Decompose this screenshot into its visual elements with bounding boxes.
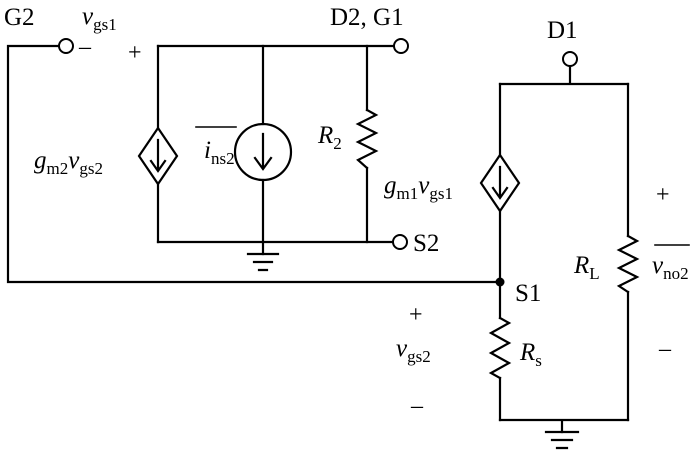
label-s1: S1 [515, 280, 541, 307]
wire-g2-to-s1 [6, 44, 505, 284]
dep-source-gm2 [137, 126, 179, 186]
label-vgs1: vgs1 [82, 3, 117, 34]
wire-bottom-rail [498, 418, 630, 434]
sign-vno2-minus: – [658, 336, 672, 362]
ground-symbol-bottom [544, 430, 580, 450]
resistor-rl [616, 234, 640, 294]
terminal-d1 [562, 51, 578, 67]
sign-vno2-plus: + [656, 182, 670, 208]
sign-vgs1-minus: – [78, 34, 92, 60]
dep-source-gm1 [479, 153, 521, 213]
noise-current-source [233, 122, 293, 182]
sign-vgs2-plus: + [409, 302, 423, 328]
label-r2: R2 [317, 122, 342, 153]
sign-vgs2-minus: – [410, 393, 424, 419]
label-vno2: vno2 [652, 252, 689, 283]
label-d2-g1: D2, G1 [330, 4, 404, 31]
resistor-r2 [355, 108, 379, 170]
wires [6, 44, 630, 434]
ground-symbol-s2 [246, 252, 280, 272]
label-vgs2: vgs2 [396, 335, 431, 366]
label-d1: D1 [547, 17, 578, 44]
label-rl: RL [573, 252, 600, 283]
resistor-rs [488, 316, 512, 380]
sign-vgs1-plus: + [128, 40, 142, 66]
terminal-d2g1 [393, 38, 409, 54]
terminal-g2 [58, 38, 74, 54]
label-rs: Rs [519, 339, 542, 370]
label-ins2: ins2 [204, 137, 235, 168]
label-s2: S2 [413, 230, 439, 257]
wire-d1 [498, 64, 630, 86]
junction-s1 [495, 277, 505, 287]
label-gm1-vgs1: gm1vgs1 [384, 172, 453, 203]
label-g2: G2 [4, 4, 35, 31]
terminal-s2 [392, 234, 408, 250]
label-gm2-vgs2: gm2vgs2 [34, 147, 103, 178]
